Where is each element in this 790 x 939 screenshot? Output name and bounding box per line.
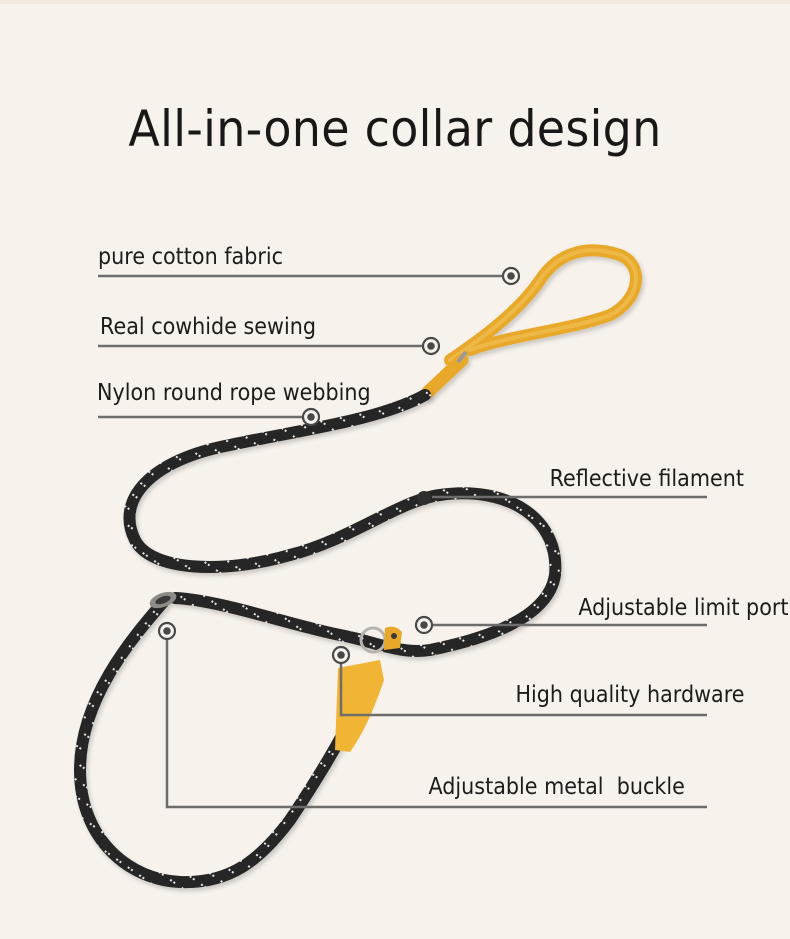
callout-real-cowhide-sewing: Real cowhide sewing <box>100 314 316 340</box>
callout-reflective-filament: Reflective filament <box>549 466 744 492</box>
pointer-dot-icon <box>157 621 177 641</box>
pointer-dot-icon <box>414 615 434 635</box>
top-strip <box>0 0 790 4</box>
callout-high-quality-hardware: High quality hardware <box>514 682 744 708</box>
nylon-rope <box>73 389 562 889</box>
pointer-dot-icon <box>501 266 521 286</box>
callout-adjustable-metal-buckle: Adjustable metal buckle <box>428 774 685 800</box>
stopper-bead <box>417 491 431 505</box>
callout-pure-cotton-fabric: pure cotton fabric <box>98 244 284 270</box>
pointer-dot-icon <box>301 407 321 427</box>
page-title: All-in-one collar design <box>128 100 662 158</box>
callout-nylon-round-rope-webbing: Nylon round rope webbing <box>97 380 371 406</box>
callout-adjustable-limit-port: Adjustable limit port <box>577 595 788 621</box>
o-ring-hardware <box>335 626 402 752</box>
callout-lines <box>98 274 707 809</box>
leather-handle <box>421 244 642 399</box>
pointer-dot-icon <box>421 336 441 356</box>
callout-dots <box>157 266 521 665</box>
metal-slider-hardware <box>149 591 177 609</box>
pointer-dot-icon <box>331 645 351 665</box>
